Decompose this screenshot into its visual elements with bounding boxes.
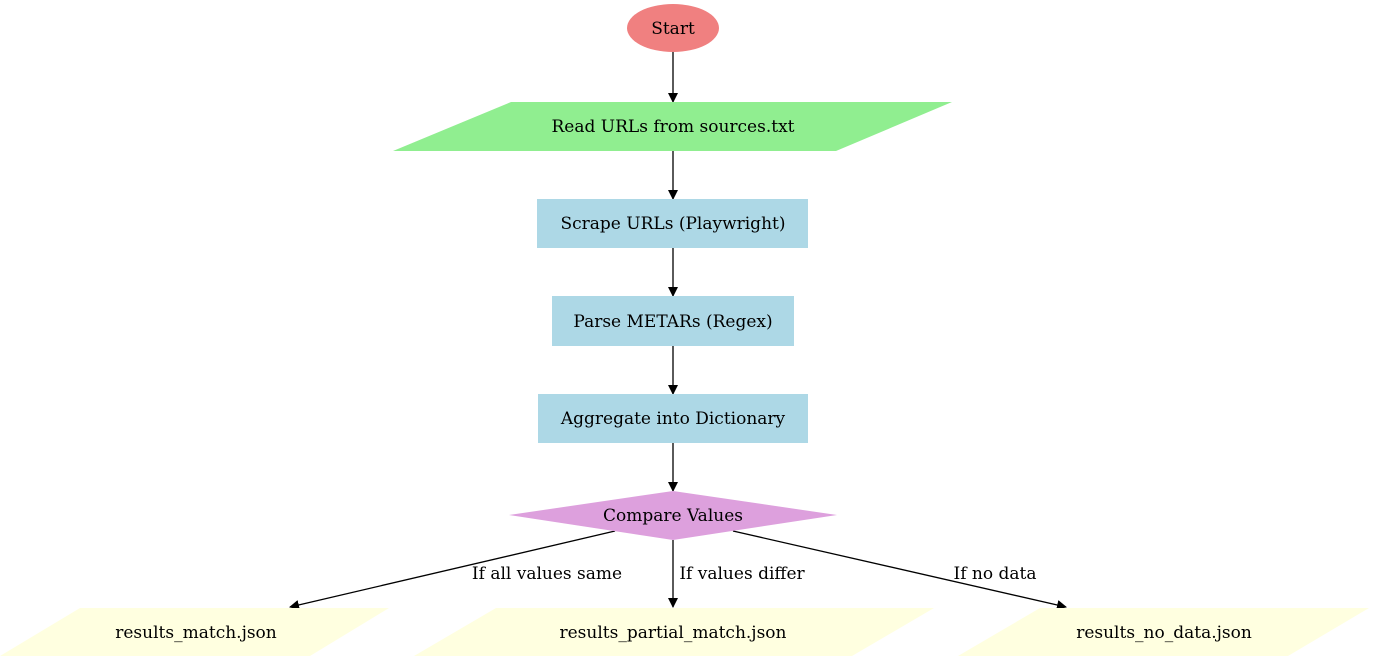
results-match-node [0, 608, 389, 656]
start-node [627, 4, 719, 52]
compare-node [509, 491, 837, 540]
parse-label: Parse METARs (Regex) [573, 312, 772, 332]
scrape-label: Scrape URLs (Playwright) [561, 214, 786, 234]
scrape-node [537, 199, 808, 248]
edge-compare-to-nodata [732, 530, 1067, 610]
results-match-label: results_match.json [115, 623, 277, 643]
edge-compare-to-match [289, 530, 616, 610]
read-urls-label: Read URLs from sources.txt [552, 117, 795, 137]
parse-node [552, 296, 794, 346]
edge-label-all-same: If all values same [472, 564, 622, 584]
aggregate-label: Aggregate into Dictionary [560, 409, 786, 429]
results-nodata-label: results_no_data.json [1076, 623, 1252, 643]
edge-label-no-data: If no data [954, 564, 1037, 584]
read-urls-node [393, 102, 952, 151]
start-label: Start [651, 19, 695, 39]
edge-label-differ: If values differ [679, 564, 805, 584]
results-partial-label: results_partial_match.json [560, 623, 787, 643]
results-partial-node [414, 608, 934, 656]
results-nodata-node [958, 608, 1369, 656]
compare-label: Compare Values [603, 506, 743, 526]
aggregate-node [538, 394, 808, 443]
